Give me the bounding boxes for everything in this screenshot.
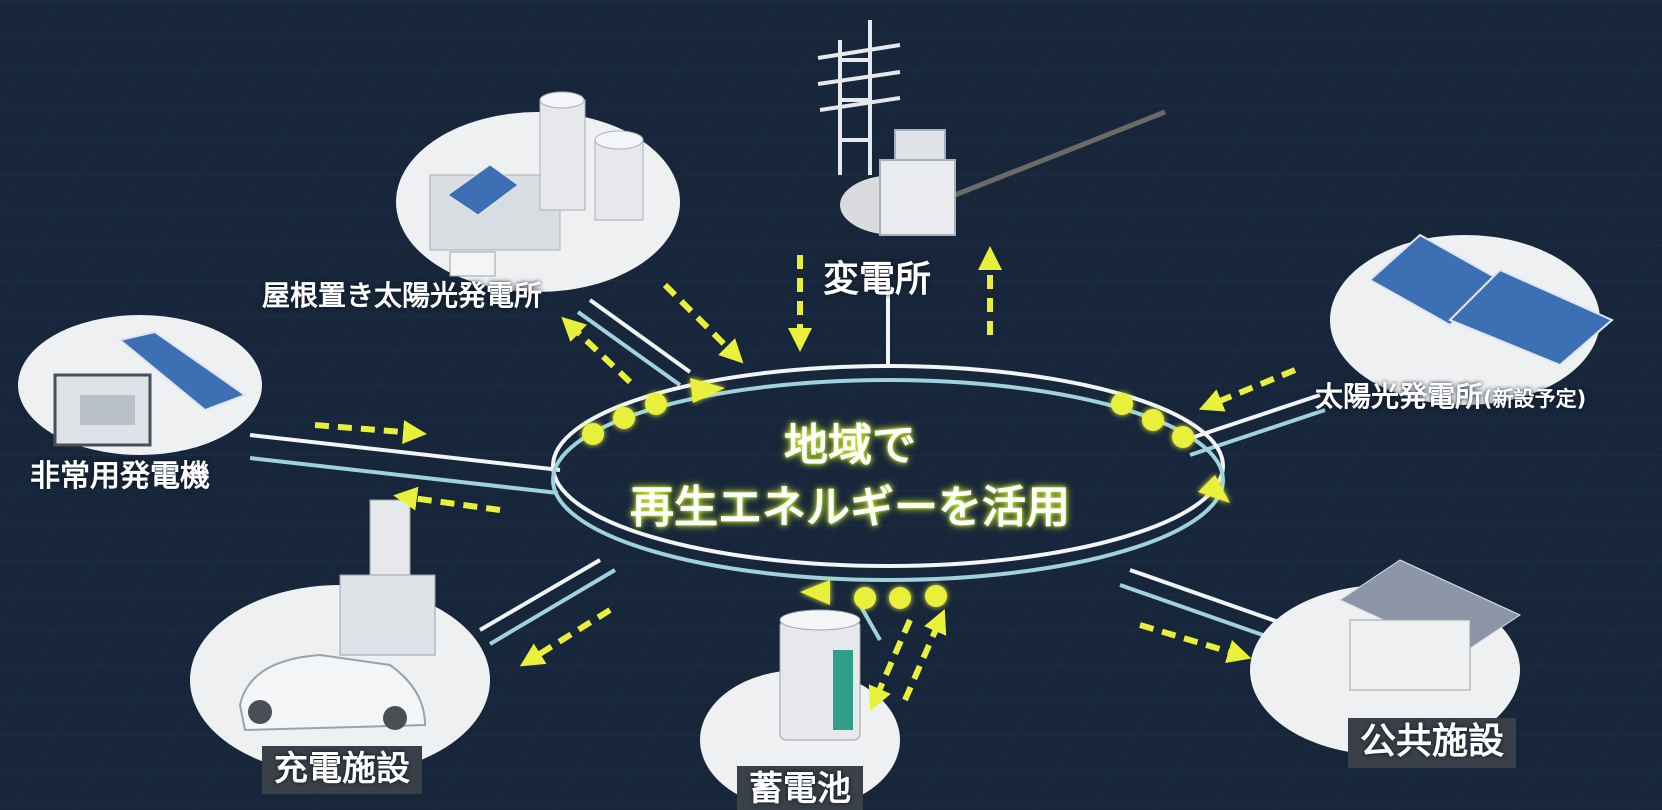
label-solar-plant-name: 太陽光発電所 [1315,380,1484,413]
charging-facility-icon [238,499,436,732]
flow-arrow-ring-to-rooftop [561,316,633,385]
flow-arrow-ring-to-public [1139,622,1252,664]
label-solar-plant: 太陽光発電所(新設予定) [1315,383,1586,411]
ring-direction-arrows [690,378,1230,605]
flow-arrows [314,246,1297,711]
center-title: 地域で 再生エネルギーを活用 [590,415,1110,539]
label-rooftop-solar: 屋根置き太陽光発電所 [262,279,543,312]
flow-arrow-battery-to-ring [902,609,947,702]
central-ring [551,364,1225,582]
flow-arrow-rooftop-to-ring [662,282,744,364]
label-public-facility: 公共施設 [1348,718,1517,768]
label-emergency-generator: 非常用発電機 [30,459,210,494]
label-charging-facility: 充電施設 [262,746,422,794]
flow-arrow-ring-to-charging [519,607,612,667]
energy-dots [582,393,1194,609]
rooftop-solar-facility-icon [429,91,644,277]
label-substation: 変電所 [823,259,932,300]
emergency-generator-icon [53,330,248,447]
public-facility-icon [1338,559,1522,691]
substation-icon [817,20,956,236]
center-title-line1: 地域で [784,420,916,471]
center-title-line2: 再生エネルギーを活用 [630,482,1070,533]
flow-arrow-ring-to-battery [868,618,913,711]
label-storage-battery: 蓄電池 [737,766,863,810]
flow-arrow-ring-to-generator [393,486,501,513]
label-solar-plant-note: (新設予定) [1483,387,1587,411]
solar-plant-panels-icon [1368,233,1614,367]
storage-battery-icon [779,609,861,741]
flow-arrow-generator-to-ring [314,420,427,445]
flow-arrow-solar-plant-to-ring [1198,367,1297,412]
